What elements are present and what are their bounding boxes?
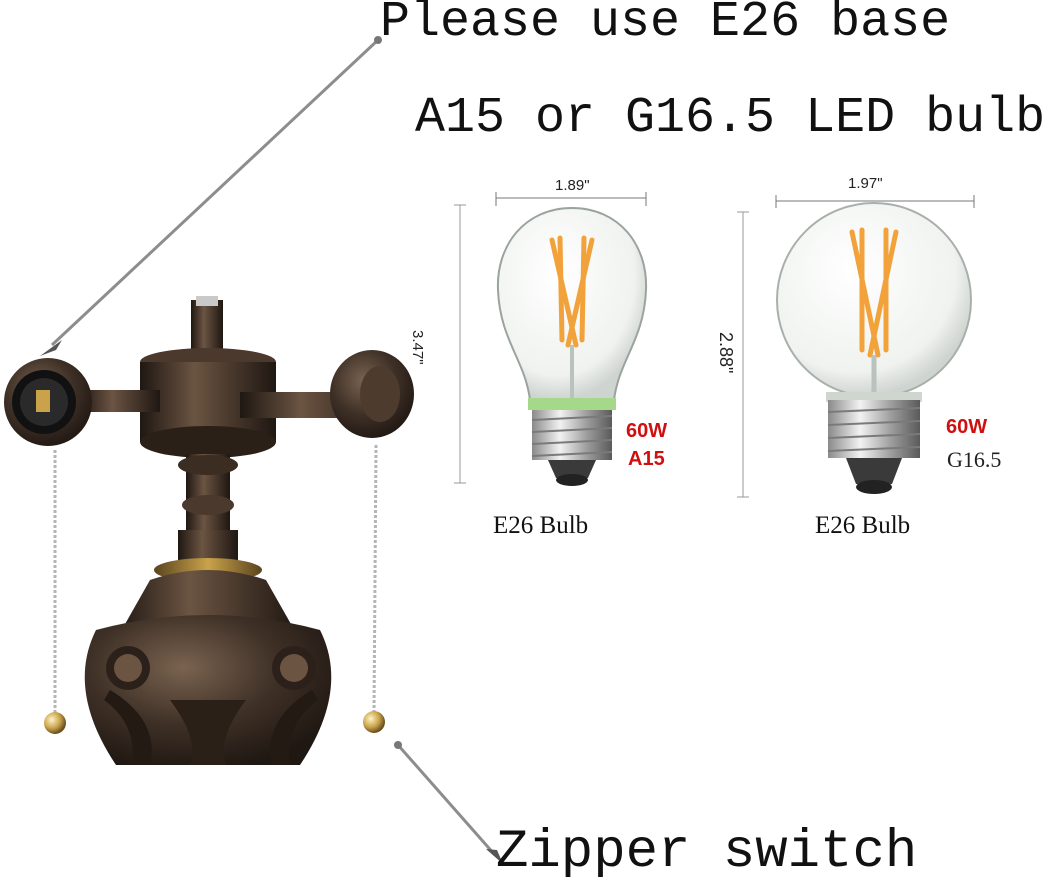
pointer-line-base (40, 36, 382, 356)
headline-zipper-switch: Zipper switch (496, 822, 918, 883)
a15-width-label: 1.89" (555, 177, 590, 194)
headline-bulb-types: A15 or G16.5 LED bulb (415, 90, 1045, 147)
a15-wattage: 60W (626, 420, 668, 442)
g165-model: G16.5 (947, 447, 1002, 472)
pull-chain-left (44, 450, 66, 734)
product-illustration (4, 36, 975, 864)
a15-caption: E26 Bulb (493, 512, 589, 539)
a15-bulb-image (454, 192, 648, 486)
pull-chain-right (363, 444, 385, 733)
lamp-fixture (4, 296, 414, 765)
a15-height-label: 3.47" (409, 330, 426, 365)
g165-width-label: 1.97" (848, 175, 883, 192)
g165-bulb-image (737, 195, 975, 498)
a15-model: A15 (628, 448, 665, 470)
g165-height-label: 2.88" (716, 332, 736, 374)
g165-caption: E26 Bulb (815, 512, 911, 539)
pointer-line-switch (394, 741, 503, 864)
headline-base: Please use E26 base (380, 0, 951, 51)
g165-wattage: 60W (946, 416, 988, 438)
